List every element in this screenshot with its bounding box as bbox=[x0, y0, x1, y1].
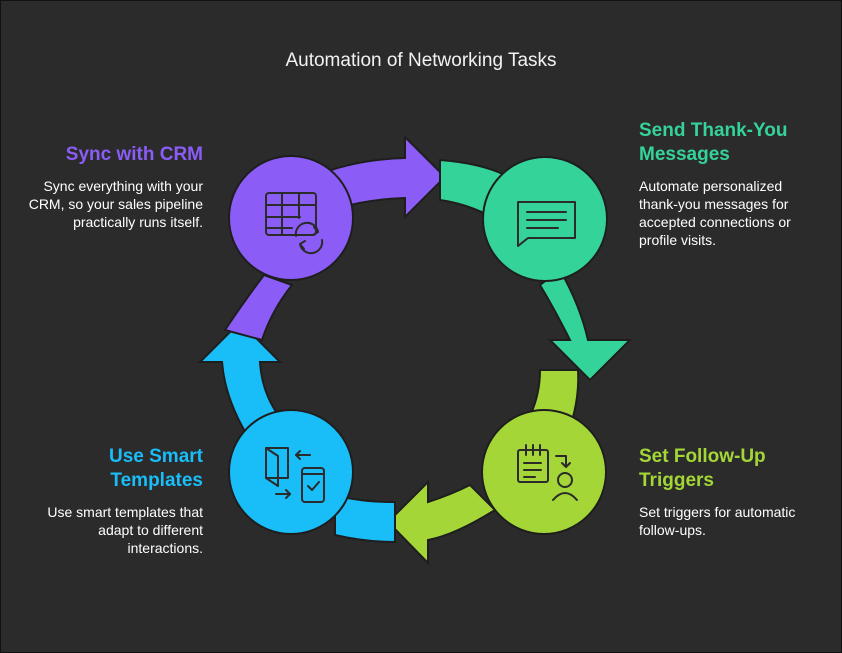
arrow-green bbox=[538, 268, 633, 382]
step-thank-you-description: Automate personalized thank-you messages… bbox=[639, 178, 791, 248]
step-thank-you-heading: Send Thank-You Messages bbox=[639, 120, 788, 165]
door-phone-icon bbox=[265, 447, 325, 503]
arrow-blue bbox=[197, 320, 284, 442]
step-sync-crm-heading: Sync with CRM bbox=[65, 144, 203, 165]
step-follow-up-heading: Set Follow-Up Triggers bbox=[639, 446, 766, 491]
step-sync-crm-description: Sync everything with your CRM, so your s… bbox=[28, 178, 203, 230]
arrow-purple-left bbox=[223, 273, 294, 342]
message-icon bbox=[517, 201, 576, 247]
circle-follow-up bbox=[481, 409, 607, 535]
schedule-user-icon bbox=[517, 444, 578, 501]
step-follow-up: Set Follow-Up Triggers Set triggers for … bbox=[639, 445, 799, 539]
step-templates-heading: Use Smart Templates bbox=[109, 446, 203, 491]
step-sync-crm: Sync with CRM Sync everything with your … bbox=[28, 143, 203, 231]
step-follow-up-description: Set triggers for automatic follow-ups. bbox=[639, 504, 796, 538]
arrow-lime bbox=[386, 479, 497, 566]
circle-templates bbox=[228, 409, 354, 535]
step-templates-description: Use smart templates that adapt to differ… bbox=[47, 504, 203, 556]
spreadsheet-sync-icon bbox=[265, 192, 324, 255]
step-templates: Use Smart Templates Use smart templates … bbox=[28, 445, 203, 557]
step-thank-you: Send Thank-You Messages Automate persona… bbox=[639, 119, 814, 249]
arrow-blue-bottom bbox=[334, 493, 396, 544]
diagram-title: Automation of Networking Tasks bbox=[285, 50, 557, 71]
